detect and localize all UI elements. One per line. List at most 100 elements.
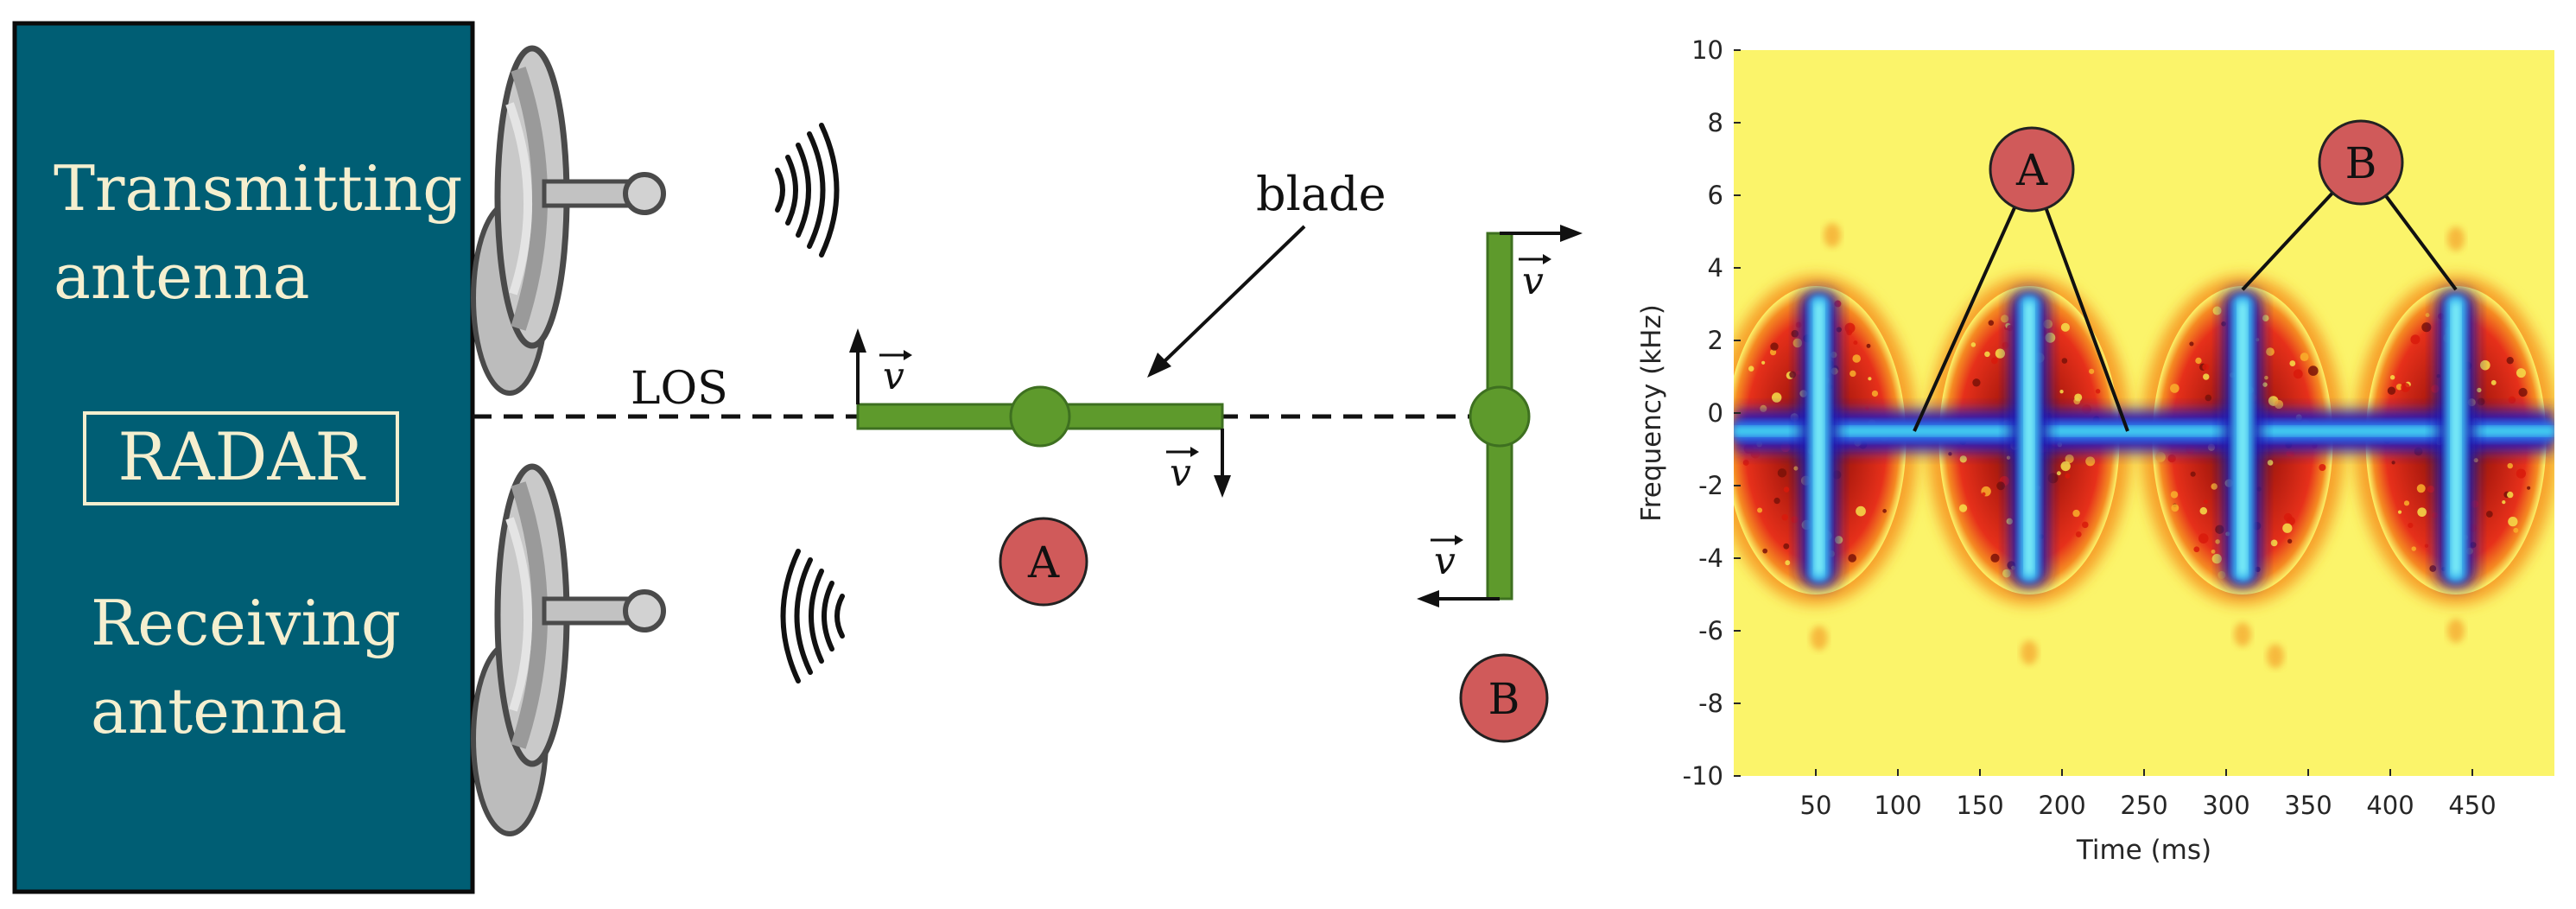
spectrogram-speckle	[1769, 349, 1777, 356]
spectrogram-blob	[1824, 223, 1841, 248]
spectrogram-speckle	[2507, 462, 2513, 469]
spectrogram-speckle	[2006, 455, 2011, 460]
blade-flash-core	[2452, 302, 2460, 575]
spectrogram-speckle	[1866, 343, 1871, 348]
spectrogram-blob	[2447, 226, 2465, 251]
spectrogram-speckle	[2477, 397, 2485, 406]
velocity-symbol-b-left: v	[1434, 539, 1456, 583]
spectrogram-speckle	[2307, 366, 2319, 376]
x-tick-label: 400	[2366, 791, 2414, 820]
spectrogram-speckle	[2061, 358, 2068, 364]
spectrogram-speckle	[2416, 484, 2426, 493]
velocity-symbol-b-right: v	[1522, 259, 1544, 303]
spectrogram-speckle	[2170, 384, 2179, 393]
svg-text:A: A	[1027, 537, 1060, 588]
radar-panel: Transmitting antenna RADAR Receiving ant…	[12, 21, 475, 894]
transmitting-antenna-label: antenna	[54, 240, 310, 313]
spectrogram-speckle	[1982, 492, 1986, 497]
y-tick-label: 6	[1708, 181, 1723, 210]
spectrogram-speckle	[2193, 546, 2200, 553]
velocity-vector-mark-b-left	[1431, 535, 1463, 545]
spectrogram-speckle	[2477, 387, 2482, 393]
receiving-dish-icon	[471, 463, 666, 836]
spectrogram-speckle	[1761, 360, 1766, 365]
spectrogram-speckle	[2195, 357, 2202, 365]
spectrogram-speckle	[2002, 569, 2011, 578]
velocity-vector-mark-b-right	[1519, 254, 1551, 264]
spectrogram-speckle	[1793, 466, 1799, 471]
spectrogram-speckle	[2075, 531, 2082, 537]
spectrogram-speckle	[2300, 353, 2309, 362]
velocity-vector-mark-a-up	[879, 350, 912, 360]
spectrogram-speckle	[1995, 348, 2005, 359]
velocity-symbol-a-up: v	[883, 354, 904, 398]
spectrogram-speckle	[2203, 499, 2208, 505]
y-tick-label: -2	[1698, 471, 1723, 500]
annotation-marker-label: B	[2345, 138, 2377, 188]
spectrogram-speckle	[2410, 334, 2421, 345]
spectrogram-speckle	[2387, 386, 2396, 395]
los-label: LOS	[631, 363, 728, 415]
spectrogram-speckle	[1781, 513, 1788, 521]
annotation-leader-line	[2030, 168, 2129, 432]
spectrogram-speckle	[1990, 553, 2000, 563]
body-doppler-band-core	[1734, 427, 2554, 435]
spectrogram-speckle	[1796, 370, 1801, 375]
spectrogram-speckle	[1970, 342, 1976, 347]
spectrogram-speckle	[2391, 461, 2395, 465]
spectrogram-speckle	[2190, 471, 2196, 477]
spectrogram-speckle	[2171, 504, 2179, 512]
spectrogram-speckle	[1783, 486, 1790, 493]
velocity-arrow-b-right	[1500, 225, 1583, 242]
spectrogram-speckle	[2389, 375, 2395, 380]
spectrogram-speckle	[2082, 521, 2089, 529]
y-tick-label: 0	[1708, 398, 1723, 428]
spectrogram-speckle	[2001, 315, 2009, 323]
spectrogram-speckle	[1792, 338, 1803, 348]
transmit-wave-icon	[775, 123, 840, 257]
spectrogram-speckle	[2490, 379, 2497, 385]
spectrogram-speckle	[2215, 539, 2220, 544]
spectrogram-speckle	[2065, 473, 2071, 479]
x-tick-label: 50	[1800, 791, 1832, 820]
spectrogram-speckle	[2507, 491, 2514, 499]
spectrogram-speckle	[1748, 366, 1754, 372]
blade-a-hub	[1009, 385, 1071, 448]
y-tick-label: 8	[1708, 108, 1723, 137]
spectrogram-speckle	[2401, 383, 2410, 392]
x-axis-label: Time (ms)	[2076, 835, 2211, 866]
spectrogram-blob	[2267, 644, 2284, 669]
spectrogram-speckle	[2427, 486, 2435, 493]
spectrogram-speckle	[2212, 306, 2222, 315]
spectrogram-speckle	[1984, 351, 1990, 358]
spectrogram-speckle	[2286, 450, 2292, 456]
spectrogram-speckle	[1865, 406, 1869, 410]
spectrogram-speckle	[2059, 390, 2064, 394]
spectrogram-speckle	[2516, 468, 2526, 479]
y-tick-label: -8	[1698, 689, 1723, 718]
spectrogram-speckle	[2211, 549, 2216, 554]
blade-label: blade	[1256, 167, 1386, 221]
velocity-arrow-a-down	[1214, 429, 1231, 498]
spectrogram-speckle	[1882, 508, 1887, 513]
spectrogram-speckle	[2527, 486, 2531, 490]
blade-b	[1469, 232, 1531, 601]
spectrogram-speckle	[2502, 499, 2506, 505]
svg-text:B: B	[1488, 674, 1520, 724]
spectrogram-speckle	[1785, 560, 1791, 566]
y-tick-label: 10	[1691, 35, 1723, 65]
spectrogram-speckle	[1972, 378, 1981, 387]
spectrogram-speckle	[2319, 463, 2326, 472]
spectrogram-speckle	[2421, 322, 2432, 333]
spectrogram-speckle	[2429, 565, 2437, 572]
spectrogram-speckle	[1762, 548, 1768, 554]
spectrogram-speckle	[1871, 390, 1879, 397]
blade-flash-core	[1814, 302, 1824, 575]
spectrogram-speckle	[2264, 375, 2268, 380]
spectrogram-speckle	[2432, 512, 2439, 518]
spectrogram-speckle	[1777, 468, 1787, 478]
spectrogram-speckle	[2286, 516, 2295, 526]
velocity-arrow-b-left	[1417, 590, 1500, 607]
blade-flash-core	[2025, 302, 2034, 575]
